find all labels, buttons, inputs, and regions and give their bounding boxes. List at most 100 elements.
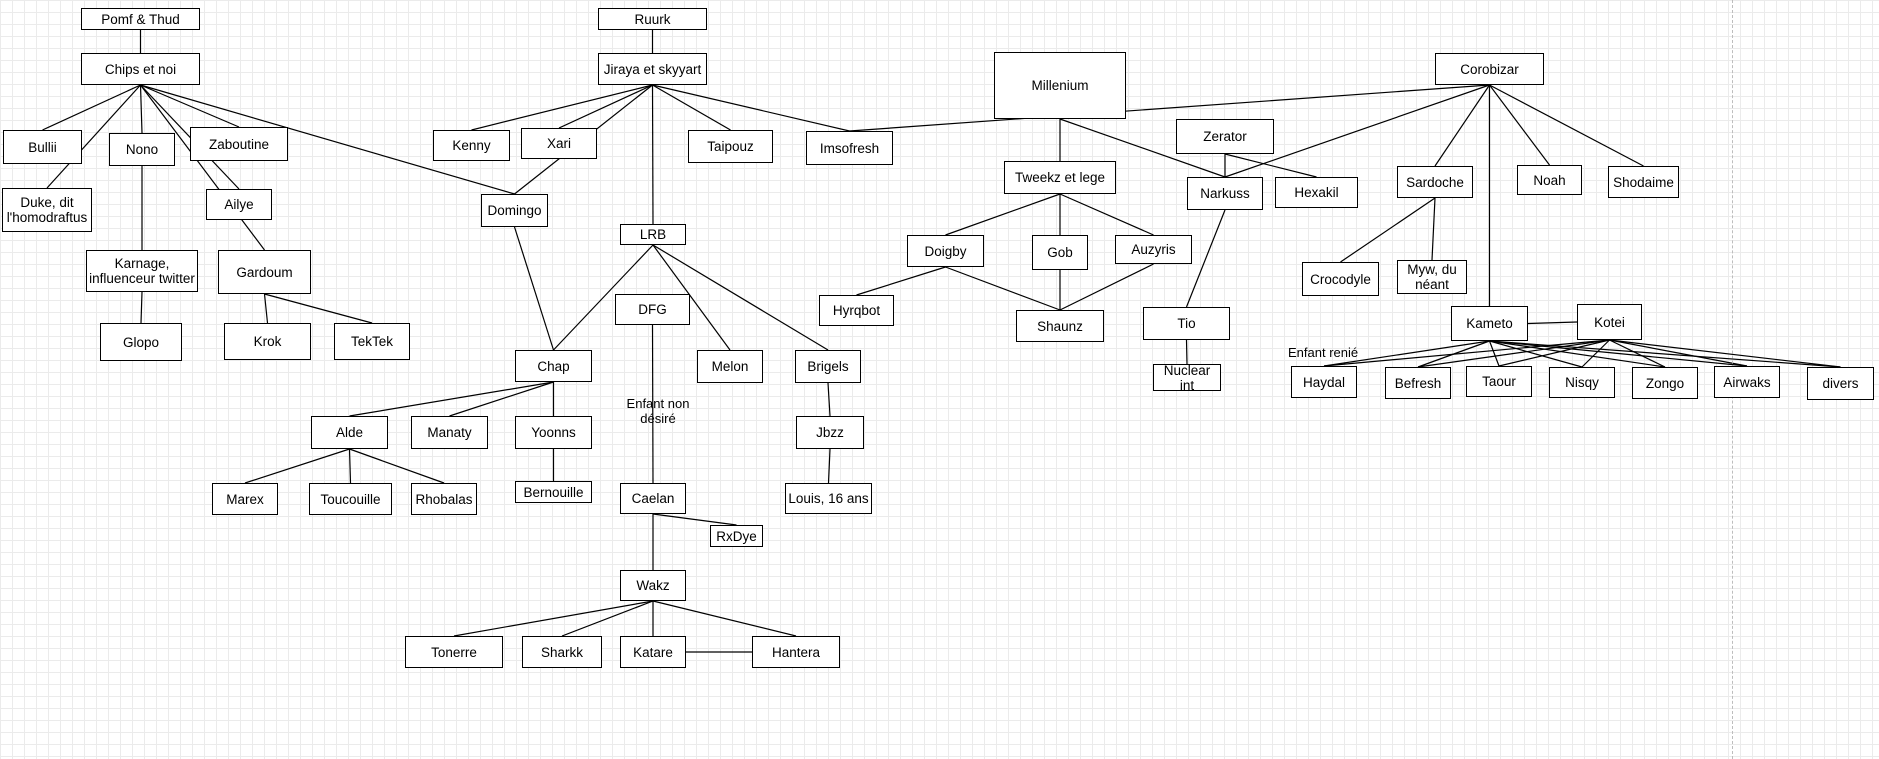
edge-kameto-airwaks	[1489, 340, 1748, 367]
node-caelan[interactable]: Caelan	[620, 483, 686, 514]
node-ruurk[interactable]: Ruurk	[598, 8, 707, 30]
node-zongo[interactable]: Zongo	[1632, 367, 1698, 399]
node-tektek[interactable]: TekTek	[334, 323, 410, 360]
edge-alde-toucouille	[348, 448, 352, 484]
node-hexakil[interactable]: Hexakil	[1275, 177, 1358, 208]
node-zerator[interactable]: Zerator	[1176, 119, 1274, 154]
edge-wakz-hantera	[652, 600, 797, 637]
node-gob[interactable]: Gob	[1032, 235, 1088, 270]
node-wakz[interactable]: Wakz	[620, 570, 686, 601]
edge-alde-marex	[244, 448, 350, 484]
node-louis[interactable]: Louis, 16 ans	[785, 483, 872, 514]
edge-lrb-melon	[652, 244, 731, 351]
edge-kameto-kotei	[1527, 321, 1578, 325]
edge-brigels-jbzz	[827, 382, 831, 417]
node-imsofresh[interactable]: Imsofresh	[806, 131, 893, 165]
node-xari[interactable]: Xari	[521, 128, 597, 159]
edge-narkuss-tio	[1185, 209, 1226, 308]
edge-corobizar-noah	[1489, 84, 1550, 166]
node-katare[interactable]: Katare	[620, 636, 686, 668]
node-tweekz[interactable]: Tweekz et lege	[1004, 161, 1116, 194]
node-melon[interactable]: Melon	[697, 350, 763, 383]
node-duke[interactable]: Duke, dit l'homodraftus	[2, 188, 92, 232]
edge-chips-gardoum	[140, 84, 265, 251]
edge-lrb-brigels	[652, 244, 829, 351]
node-gardoum[interactable]: Gardoum	[218, 250, 311, 294]
edge-kotei-taour	[1498, 339, 1610, 367]
node-airwaks[interactable]: Airwaks	[1714, 366, 1780, 398]
node-manaty[interactable]: Manaty	[411, 416, 488, 449]
node-tio[interactable]: Tio	[1143, 307, 1230, 340]
node-shaunz[interactable]: Shaunz	[1016, 310, 1104, 342]
node-befresh[interactable]: Befresh	[1385, 367, 1451, 399]
edge-imsofresh-corobizar	[849, 84, 1490, 132]
node-divers[interactable]: divers	[1807, 367, 1874, 400]
edge-gardoum-krok	[263, 293, 269, 324]
node-myw[interactable]: Myw, du néant	[1397, 260, 1467, 294]
node-nisqy[interactable]: Nisqy	[1549, 367, 1615, 398]
edge-domingo-chap	[513, 226, 555, 351]
node-sharkk[interactable]: Sharkk	[522, 636, 602, 668]
node-domingo[interactable]: Domingo	[481, 194, 548, 227]
node-chap[interactable]: Chap	[515, 350, 592, 382]
node-krok[interactable]: Krok	[224, 323, 311, 360]
node-jiraya-et-skyyart[interactable]: Jiraya et skyyart	[598, 53, 707, 85]
edge-jiraya-kenny	[471, 84, 653, 131]
edge-gardoum-tektek	[264, 293, 373, 324]
node-noah[interactable]: Noah	[1517, 165, 1582, 195]
node-lrb[interactable]: LRB	[620, 224, 686, 245]
node-tonerre[interactable]: Tonerre	[405, 636, 503, 668]
node-corobizar[interactable]: Corobizar	[1435, 53, 1544, 85]
node-taour[interactable]: Taour	[1466, 366, 1532, 397]
node-chips-et-noi[interactable]: Chips et noi	[81, 53, 200, 85]
node-pomf-thud[interactable]: Pomf & Thud	[81, 8, 200, 30]
node-sardoche[interactable]: Sardoche	[1397, 166, 1473, 198]
node-crocodyle[interactable]: Crocodyle	[1302, 262, 1379, 296]
edge-corobizar-sardoche	[1434, 84, 1490, 167]
node-bullii[interactable]: Bullii	[3, 130, 82, 164]
edge-doigby-shaunz	[945, 266, 1061, 311]
node-bernouille[interactable]: Bernouille	[515, 481, 592, 503]
node-marex[interactable]: Marex	[212, 483, 278, 515]
node-jbzz[interactable]: Jbzz	[796, 416, 864, 449]
node-glopo[interactable]: Glopo	[100, 323, 182, 361]
node-hantera[interactable]: Hantera	[752, 636, 840, 668]
node-yoonns[interactable]: Yoonns	[515, 416, 592, 449]
node-millenium[interactable]: Millenium	[994, 52, 1126, 119]
node-karnage[interactable]: Karnage, influenceur twitter	[86, 250, 198, 292]
node-taipouz[interactable]: Taipouz	[688, 130, 773, 163]
edge-caelan-rxdye	[652, 513, 737, 526]
edge-corobizar-narkuss	[1224, 84, 1490, 178]
node-kotei[interactable]: Kotei	[1577, 304, 1642, 340]
edge-wakz-sharkk	[561, 600, 654, 637]
node-doigby[interactable]: Doigby	[907, 235, 984, 267]
node-toucouille[interactable]: Toucouille	[309, 483, 392, 515]
edge-chap-alde	[349, 381, 554, 417]
node-rhobalas[interactable]: Rhobalas	[411, 483, 477, 515]
node-shodaime[interactable]: Shodaime	[1608, 166, 1679, 198]
node-narkuss[interactable]: Narkuss	[1187, 177, 1263, 210]
edge-wakz-tonerre	[453, 600, 654, 637]
node-auzyris[interactable]: Auzyris	[1115, 235, 1192, 264]
node-zaboutine[interactable]: Zaboutine	[190, 127, 288, 161]
node-dfg[interactable]: DFG	[615, 294, 690, 325]
edge-kameto-divers	[1489, 340, 1841, 368]
label-enfant-renie: Enfant renié	[1288, 345, 1359, 360]
edge-jiraya-lrb	[651, 84, 654, 225]
edge-kotei-airwaks	[1609, 339, 1748, 367]
edge-alde-rhobalas	[349, 448, 445, 484]
edge-kameto-haydal	[1323, 340, 1490, 367]
node-kenny[interactable]: Kenny	[433, 130, 510, 161]
node-ailye[interactable]: Ailye	[206, 189, 272, 220]
node-rxdye[interactable]: RxDye	[710, 525, 763, 547]
node-hyrqbot[interactable]: Hyrqbot	[819, 295, 894, 326]
node-nuclear-int[interactable]: Nuclear int	[1153, 363, 1221, 393]
node-kameto[interactable]: Kameto	[1451, 306, 1528, 341]
node-haydal[interactable]: Haydal	[1291, 366, 1357, 398]
edge-kotei-nisqy	[1581, 339, 1610, 368]
edge-chap-manaty	[449, 381, 554, 417]
node-nono[interactable]: Nono	[109, 133, 175, 166]
node-alde[interactable]: Alde	[311, 416, 388, 449]
node-brigels[interactable]: Brigels	[795, 350, 861, 383]
